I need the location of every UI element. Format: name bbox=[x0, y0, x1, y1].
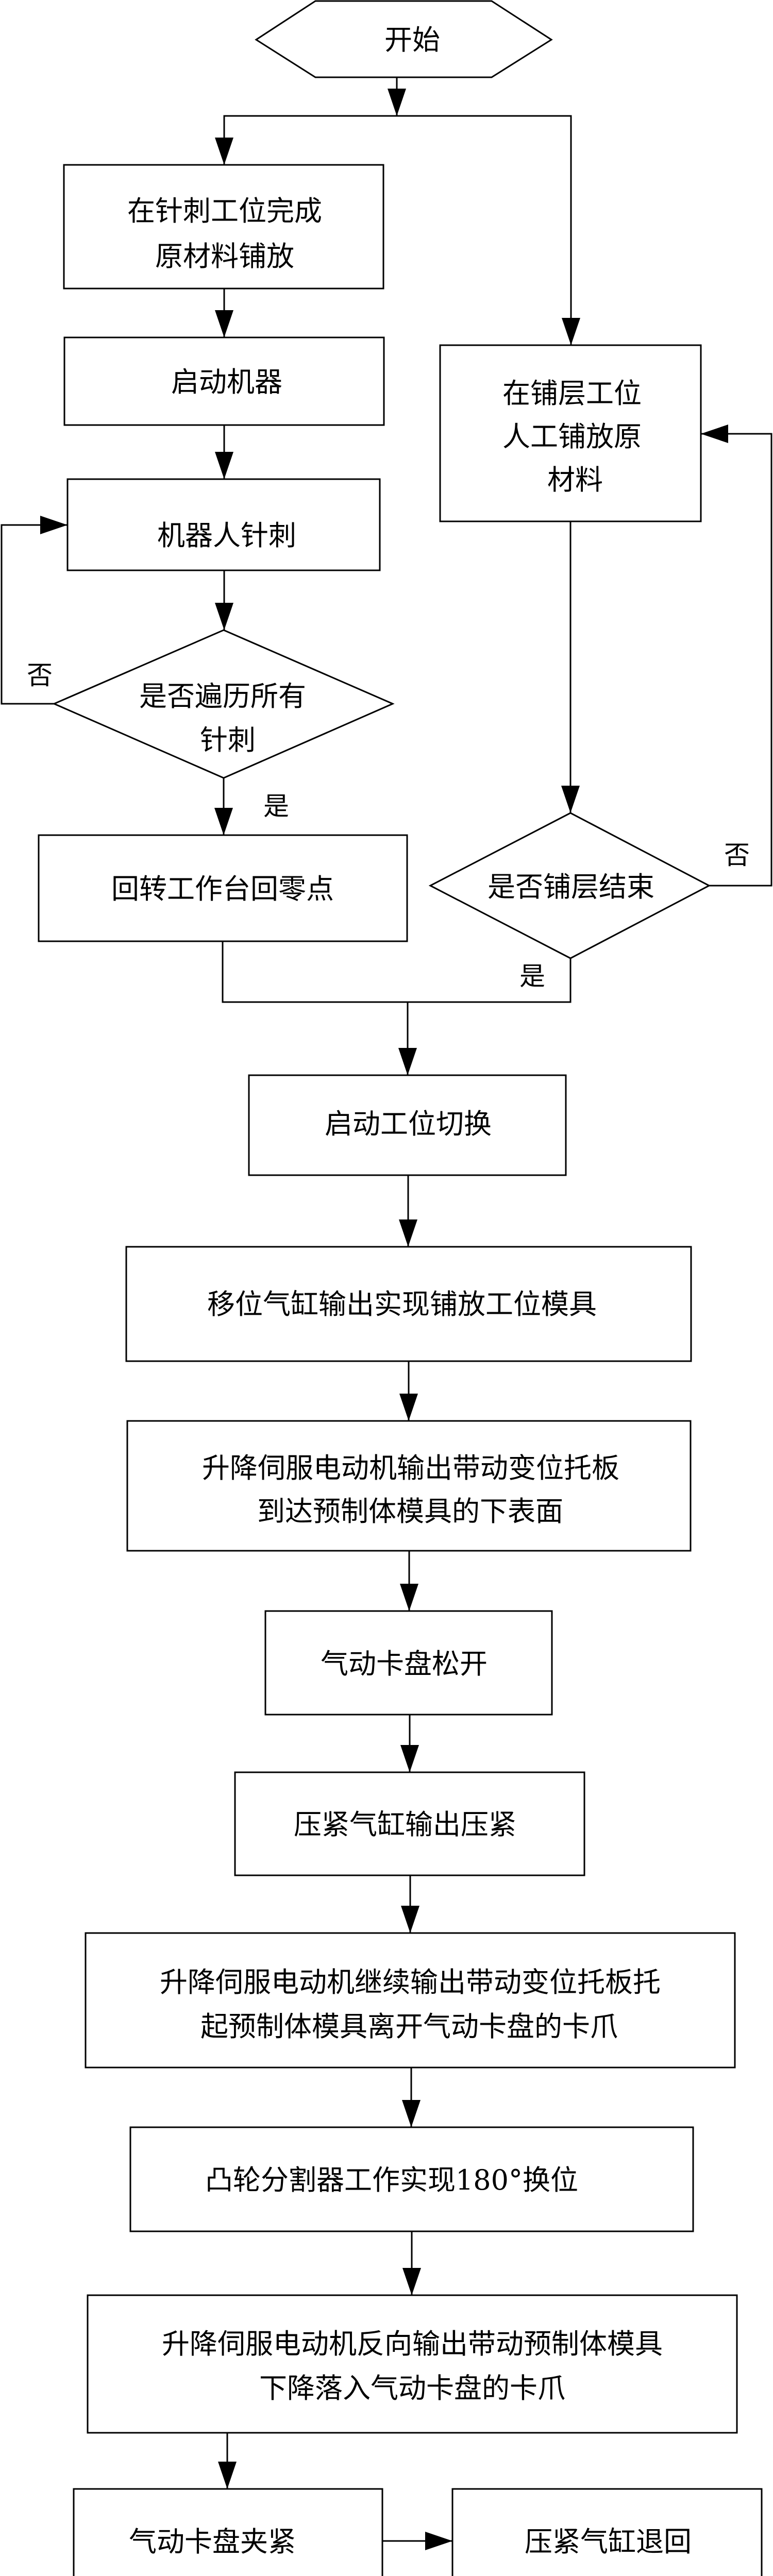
process-text: 压紧气缸输出压紧 bbox=[294, 1808, 516, 1841]
svg-text:升降伺服电动机输出带动变位托板: 升降伺服电动机输出带动变位托板 bbox=[202, 1452, 619, 1484]
process-text-line: 升降伺服电动机继续输出带动变位托板托 bbox=[160, 1966, 661, 1998]
process-needling-station-lay: 在针刺工位完成 原材料铺放 bbox=[63, 164, 384, 290]
process-start-machine: 启动机器 bbox=[63, 336, 385, 426]
process-station-switch: 启动工位切换 bbox=[248, 1074, 567, 1176]
start-label: 开始 bbox=[384, 24, 440, 56]
process-text-line: 起预制体模具离开气动卡盘的卡爪 bbox=[200, 2010, 618, 2043]
connector bbox=[400, 1551, 418, 1611]
process-text: 回转工作台回零点 bbox=[111, 873, 334, 905]
connector bbox=[402, 2231, 421, 2295]
no-label: 否 bbox=[27, 660, 53, 690]
connector-start-split bbox=[215, 77, 580, 345]
process-servo-down: 升降伺服电动机反向输出带动预制体模具 下降落入气动卡盘的卡爪 bbox=[87, 2294, 738, 2434]
yes-label: 是 bbox=[263, 791, 289, 821]
connector bbox=[400, 1715, 419, 1772]
start-node: 开始 bbox=[255, 0, 553, 78]
yes-label: 是 bbox=[519, 961, 545, 991]
process-text-line: 原材料铺放 bbox=[155, 240, 294, 273]
arrow-head bbox=[399, 1394, 418, 1421]
arrow-head bbox=[401, 1906, 419, 1933]
connector bbox=[215, 289, 233, 337]
process-servo-up-2: 升降伺服电动机继续输出带动变位托板托 起预制体模具离开气动卡盘的卡爪 bbox=[85, 1932, 736, 2069]
decision-layup-done: 是否铺层结束 bbox=[428, 812, 711, 959]
process-chuck-clamp: 气动卡盘夹紧 bbox=[73, 2488, 383, 2576]
connector-merge: 是 bbox=[222, 941, 572, 1075]
arrow-head bbox=[400, 1745, 419, 1772]
process-layup-station-manual: 在铺层工位 人工铺放原 材料 bbox=[439, 344, 702, 522]
process-press-cylinder-retract: 压紧气缸退回 bbox=[451, 2488, 763, 2576]
arrow-head bbox=[214, 808, 233, 835]
connector-no-loop-left: 否 bbox=[1, 516, 68, 705]
svg-text:在铺层工位: 在铺层工位 bbox=[502, 377, 642, 410]
process-text: 凸轮分割器工作实现180°换位 bbox=[205, 2164, 578, 2196]
decision-text-line: 针刺 bbox=[200, 724, 256, 756]
process-text-line: 人工铺放原 bbox=[502, 420, 642, 453]
process-text: 压紧气缸退回 bbox=[525, 2526, 692, 2558]
process-text: 机器人针刺 bbox=[157, 519, 296, 552]
arrow-head bbox=[399, 1219, 417, 1247]
arrow-head bbox=[388, 89, 406, 116]
process-turntable-home: 回转工作台回零点 bbox=[38, 834, 408, 942]
connector bbox=[561, 521, 580, 813]
svg-text:升降伺服电动机反向输出带动预制体模具: 升降伺服电动机反向输出带动预制体模具 bbox=[162, 2328, 663, 2360]
connector-no-loop-right: 否 bbox=[701, 425, 772, 887]
arrow-head bbox=[215, 310, 233, 337]
connector bbox=[382, 2532, 452, 2550]
process-text-line: 材料 bbox=[547, 464, 603, 496]
arrow-head bbox=[398, 1048, 417, 1075]
arrow-head bbox=[561, 786, 580, 813]
svg-text:是否遍历所有: 是否遍历所有 bbox=[139, 680, 306, 713]
arrow-head bbox=[562, 318, 580, 345]
svg-text:人工铺放原: 人工铺放原 bbox=[502, 420, 642, 453]
process-servo-up-1: 升降伺服电动机输出带动变位托板 到达预制体模具的下表面 bbox=[126, 1420, 692, 1552]
svg-text:起预制体模具离开气动卡盘的卡爪: 起预制体模具离开气动卡盘的卡爪 bbox=[200, 2010, 618, 2043]
process-text: 气动卡盘松开 bbox=[321, 1648, 488, 1680]
decision-text: 是否铺层结束 bbox=[488, 871, 654, 903]
arrow-head bbox=[218, 2462, 237, 2489]
process-shift-cylinder-out: 移位气缸输出实现铺放工位模具 bbox=[125, 1246, 692, 1362]
process-text: 启动工位切换 bbox=[325, 1108, 492, 1140]
arrow-head bbox=[215, 603, 233, 630]
connector bbox=[401, 1875, 419, 1933]
arrow-head bbox=[40, 516, 68, 534]
process-text-line: 在铺层工位 bbox=[502, 377, 642, 410]
arrow-head bbox=[425, 2532, 452, 2550]
arrow-head bbox=[701, 425, 728, 443]
process-text-line: 升降伺服电动机输出带动变位托板 bbox=[202, 1452, 619, 1484]
svg-text:原材料铺放: 原材料铺放 bbox=[155, 240, 294, 273]
process-text: 启动机器 bbox=[171, 366, 282, 398]
arrow-head bbox=[402, 2100, 421, 2127]
connector bbox=[218, 2433, 237, 2489]
connector bbox=[215, 425, 233, 479]
svg-text:到达预制体模具的下表面: 到达预制体模具的下表面 bbox=[257, 1495, 563, 1528]
svg-text:针刺: 针刺 bbox=[200, 724, 256, 756]
svg-text:升降伺服电动机继续输出带动变位托板托: 升降伺服电动机继续输出带动变位托板托 bbox=[160, 1966, 661, 1998]
arrow-head bbox=[400, 1584, 418, 1611]
decision-all-needled: 是否遍历所有 针刺 bbox=[52, 629, 395, 779]
arrow-head bbox=[215, 452, 233, 479]
connector-yes-down: 是 bbox=[214, 778, 289, 835]
process-cam-indexer: 凸轮分割器工作实现180°换位 bbox=[129, 2126, 694, 2232]
svg-text:下降落入气动卡盘的卡爪: 下降落入气动卡盘的卡爪 bbox=[259, 2372, 565, 2404]
process-text-line: 到达预制体模具的下表面 bbox=[257, 1495, 563, 1528]
arrow-head bbox=[215, 138, 233, 165]
svg-text:在针刺工位完成: 在针刺工位完成 bbox=[127, 195, 322, 227]
connector bbox=[399, 1175, 417, 1247]
arrow-head bbox=[402, 2268, 421, 2295]
no-label: 否 bbox=[724, 840, 750, 870]
process-text-line: 下降落入气动卡盘的卡爪 bbox=[259, 2372, 565, 2404]
connector bbox=[402, 2067, 421, 2127]
process-text: 移位气缸输出实现铺放工位模具 bbox=[207, 1288, 597, 1320]
process-chuck-release: 气动卡盘松开 bbox=[264, 1610, 553, 1716]
connector bbox=[399, 1361, 418, 1421]
decision-text-line: 是否遍历所有 bbox=[139, 680, 306, 713]
process-text-line: 在针刺工位完成 bbox=[127, 195, 322, 227]
connector bbox=[215, 570, 233, 630]
process-text-line: 升降伺服电动机反向输出带动预制体模具 bbox=[162, 2328, 663, 2360]
svg-text:材料: 材料 bbox=[547, 464, 603, 496]
process-press-cylinder-out: 压紧气缸输出压紧 bbox=[234, 1771, 585, 1876]
process-text: 气动卡盘夹紧 bbox=[129, 2526, 296, 2558]
process-robot-needling: 机器人针刺 bbox=[66, 478, 381, 571]
